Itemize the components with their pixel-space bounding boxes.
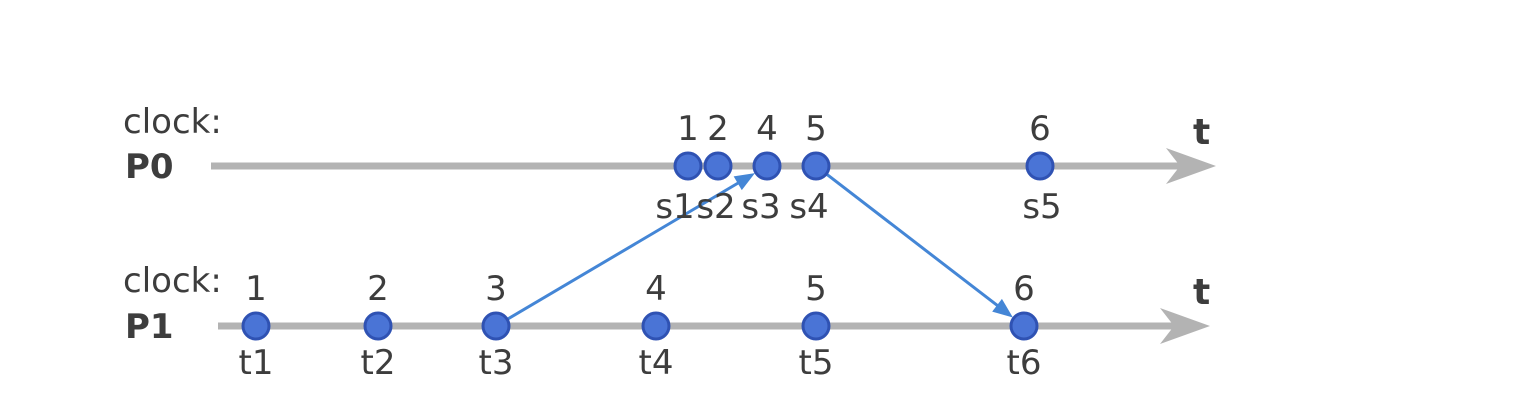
p1-clock-label: clock:: [123, 261, 222, 301]
p0-process-label: P0: [125, 147, 174, 187]
event-dot-t2: [363, 311, 393, 341]
p0-clock-label: clock:: [123, 102, 222, 142]
event-label-t2: t2: [361, 343, 396, 383]
clock-value-t6: 6: [1013, 269, 1035, 309]
clock-value-s4: 5: [805, 109, 827, 149]
event-dot-t3: [481, 311, 511, 341]
event-label-t5: t5: [799, 343, 834, 383]
clock-value-t2: 2: [367, 269, 389, 309]
event-label-t6: t6: [1007, 343, 1042, 383]
event-dot-t1: [241, 311, 271, 341]
event-label-s4: s4: [789, 187, 828, 227]
clock-value-t3: 3: [485, 269, 507, 309]
p0-timeline-arrowhead: [1166, 148, 1216, 184]
event-dot-s2: [703, 151, 733, 181]
message-arrow-s4-to-t6: [824, 172, 1000, 308]
p1-timeline-arrowhead: [1160, 308, 1210, 344]
event-dot-t6: [1009, 311, 1039, 341]
event-label-s1: s1: [655, 187, 694, 227]
clock-value-t5: 5: [805, 269, 827, 309]
clock-value-s3: 4: [756, 109, 778, 149]
event-dot-s1: [673, 151, 703, 181]
p0-events: 1 s1 2 s2 4 s3 5 s4 6 s5: [655, 109, 1061, 227]
event-dot-s4: [801, 151, 831, 181]
clock-value-t4: 4: [645, 269, 667, 309]
p1-events: 1 t1 2 t2 3 t3 4 t4 5 t5 6 t6: [239, 269, 1042, 383]
event-dot-t5: [801, 311, 831, 341]
event-dot-s3: [752, 151, 782, 181]
event-label-t1: t1: [239, 343, 274, 383]
event-label-t4: t4: [639, 343, 674, 383]
event-label-s3: s3: [741, 187, 780, 227]
p0-axis-label: t: [1193, 112, 1210, 153]
clock-value-s5: 6: [1029, 109, 1051, 149]
message-arrow-t3-to-s3: [505, 180, 741, 322]
messages-layer: [505, 172, 1013, 322]
clock-value-t1: 1: [245, 269, 267, 309]
p1-process-label: P1: [125, 307, 174, 347]
message-arrowhead-s4-to-t6: [992, 298, 1013, 318]
event-label-t3: t3: [479, 343, 514, 383]
event-label-s2: s2: [696, 187, 735, 227]
event-dot-t4: [641, 311, 671, 341]
clock-value-s1: 1: [677, 109, 699, 149]
event-dot-s5: [1025, 151, 1055, 181]
event-label-s5: s5: [1022, 187, 1061, 227]
p1-axis-label: t: [1193, 272, 1210, 313]
clock-value-s2: 2: [707, 109, 729, 149]
message-arrowhead-t3-to-s3: [733, 173, 755, 191]
